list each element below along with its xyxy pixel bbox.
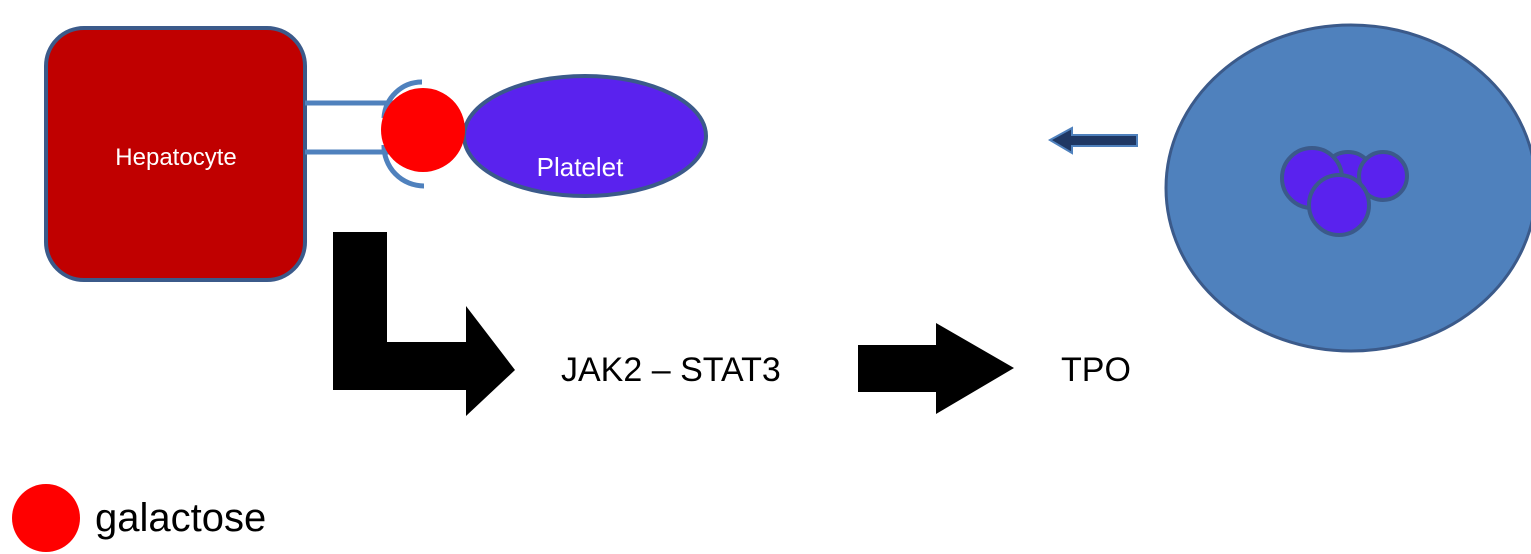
pathway-jak2-stat3: JAK2 – STAT3	[561, 351, 781, 389]
receptor-lower-cup	[381, 144, 425, 189]
nucleus-lobe-bottom	[1307, 173, 1371, 237]
pathway-tpo: TPO	[1061, 351, 1131, 389]
small-left-arrow	[1047, 126, 1138, 155]
receptor	[305, 79, 425, 189]
legend-galactose-label: galactose	[95, 496, 266, 540]
hepatocyte: Hepatocyte	[44, 26, 307, 282]
elbow-arrow	[333, 232, 515, 416]
galactose-bound	[381, 88, 465, 172]
megakaryocyte	[1164, 23, 1531, 353]
receptor-upper-cup	[381, 79, 423, 119]
platelet-label: Platelet	[537, 152, 624, 182]
hepatocyte-label: Hepatocyte	[115, 144, 236, 171]
legend-galactose-swatch	[12, 484, 80, 552]
megakaryocyte-nucleus	[1280, 146, 1409, 237]
nucleus-lobe-right	[1357, 150, 1409, 202]
pathway-arrow	[858, 323, 1014, 414]
platelet: Platelet	[462, 74, 708, 198]
legend: galactose	[12, 484, 266, 552]
